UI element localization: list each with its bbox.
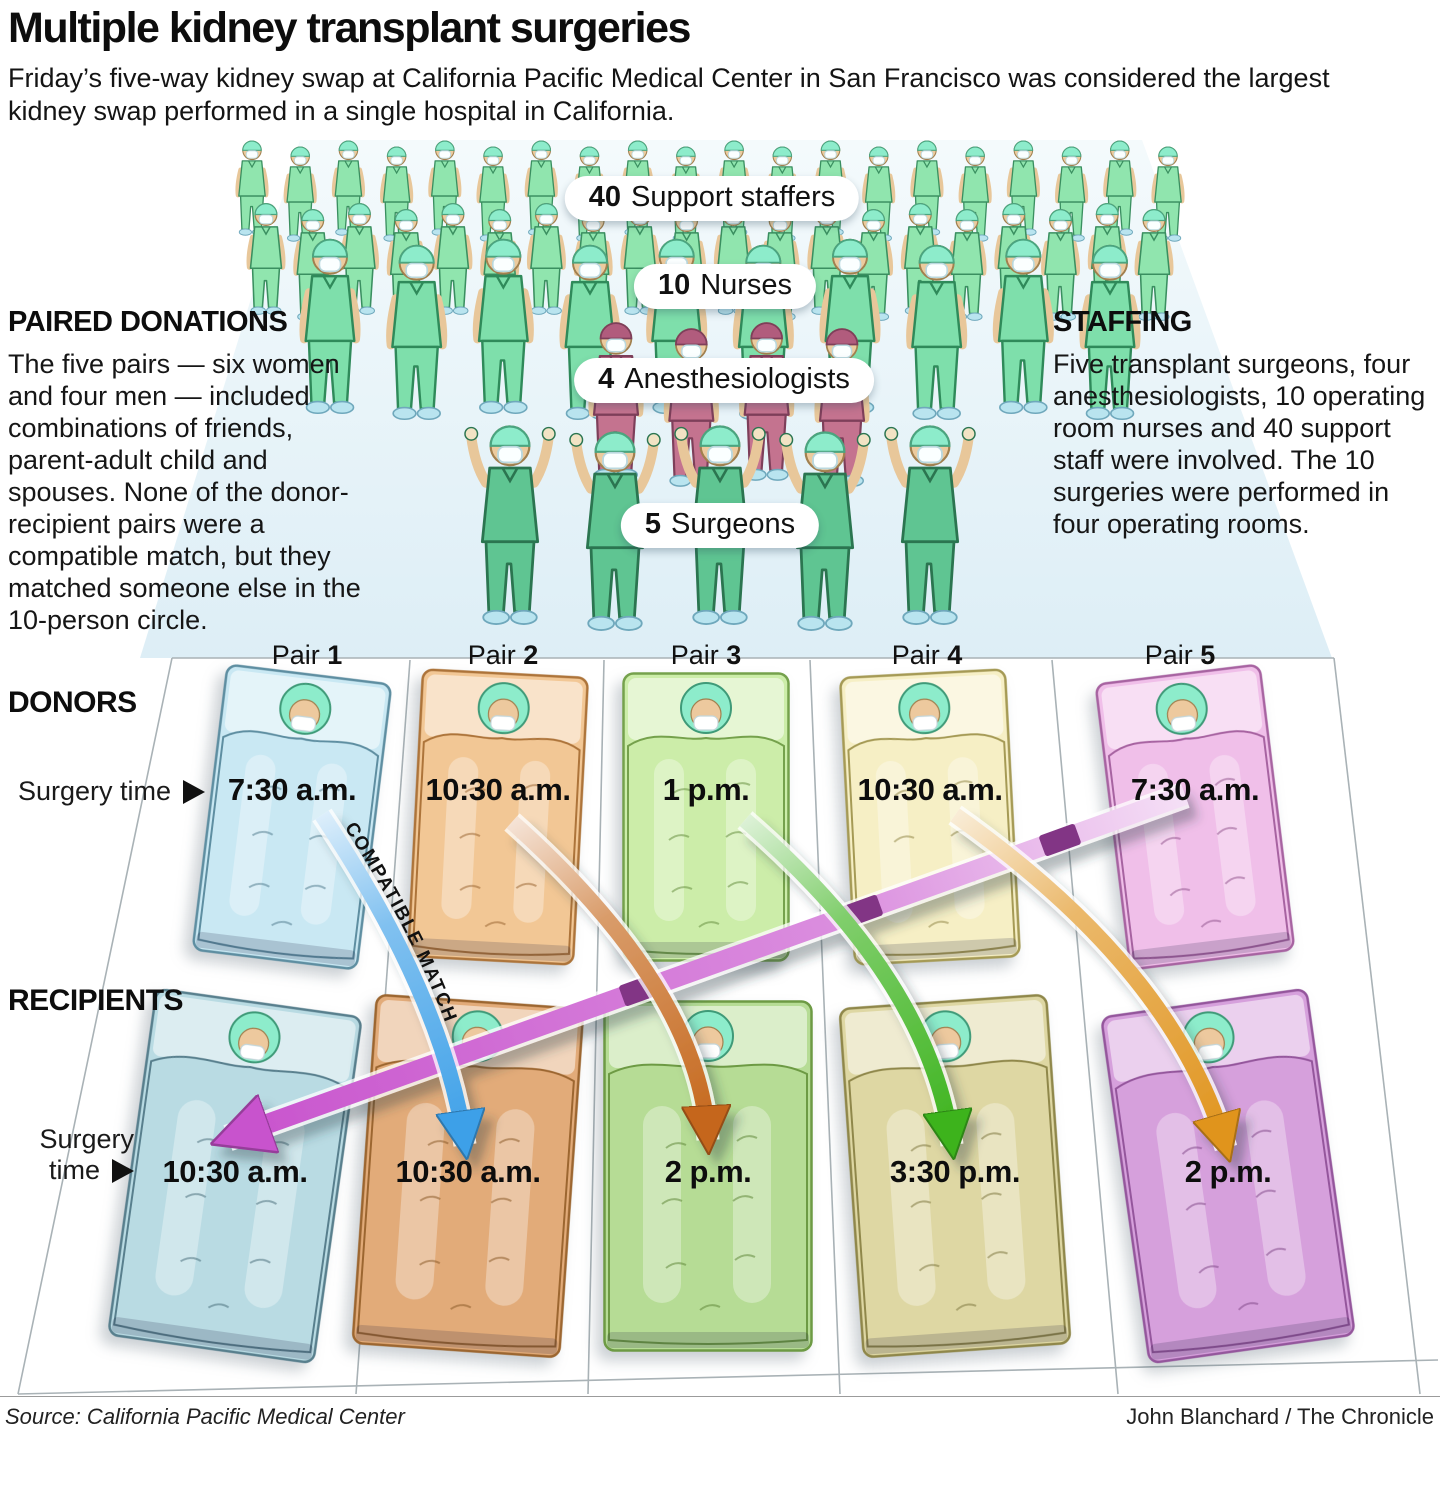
recipient-1-surgery-time: 10:30 a.m. xyxy=(162,1154,308,1189)
donor-4-surgery-time: 10:30 a.m. xyxy=(857,772,1003,807)
donor-bed-pair-3 xyxy=(622,672,790,962)
staff-figure xyxy=(464,425,556,625)
support-staffers-count-pill: 40 Support staffers xyxy=(564,176,860,221)
anesthesiologists-count-pill: 4 Anesthesiologists xyxy=(574,358,874,403)
arrow-overpass-shadow xyxy=(1039,824,1081,856)
staffing-section: STAFFING Five transplant surgeons, four … xyxy=(1053,306,1433,540)
match-arrow-donor5-recipient1 xyxy=(228,785,1189,1138)
anesthesiologists-label: Anesthesiologists xyxy=(624,363,850,395)
recipient-surgery-time-text-1: Surgery xyxy=(39,1124,134,1154)
donor-bed-pair-1 xyxy=(191,663,393,971)
pair-5-label: Pair 5 xyxy=(1144,640,1216,670)
artist-credit: John Blanchard / The Chronicle xyxy=(1126,1404,1434,1429)
match-arrow-donor4-recipient5 xyxy=(950,808,1226,1148)
bed-illustration xyxy=(192,664,392,970)
donor-1-surgery-time: 7:30 a.m. xyxy=(227,772,357,807)
staff-figure xyxy=(779,431,871,631)
staff-figure xyxy=(1041,208,1081,321)
staff-figure xyxy=(884,425,976,625)
staff-figure xyxy=(569,431,661,631)
staff-figure xyxy=(906,244,968,421)
support-staffers-count: 40 xyxy=(588,181,622,213)
match-arrow-donor2-recipient3 xyxy=(506,816,708,1140)
footer-divider xyxy=(0,1396,1440,1397)
infographic-subtitle: Friday’s five-way kidney swap at Califor… xyxy=(8,63,1330,126)
staff-figure xyxy=(526,202,566,315)
bed-illustration xyxy=(622,672,790,962)
recipient-surgery-time-text-2: time xyxy=(48,1155,100,1185)
recipient-bed-pair-5 xyxy=(1100,987,1357,1365)
bed-illustration xyxy=(603,1000,813,1352)
staff-figure xyxy=(1103,140,1137,236)
match-arrow-donor1-recipient2 xyxy=(315,810,465,1145)
bed-illustration xyxy=(407,668,589,966)
nurses-count-pill: 10 Nurses xyxy=(633,264,817,309)
recipient-3-surgery-time: 2 p.m. xyxy=(664,1154,752,1189)
staff-figure xyxy=(246,202,286,315)
staff-figure xyxy=(472,238,534,415)
staff-figure xyxy=(1079,244,1141,421)
anesthesiologists-count: 4 xyxy=(598,363,615,395)
donors-row-heading: DONORS xyxy=(8,686,137,719)
staff-figure xyxy=(1134,208,1174,321)
recipients-row-heading: RECIPIENTS xyxy=(8,984,184,1017)
surgeons-count: 5 xyxy=(644,508,661,540)
donor-bed-pair-5 xyxy=(1094,663,1296,971)
bed-illustration xyxy=(108,988,362,1364)
paired-donations-section: PAIRED DONATIONS The five pairs — six wo… xyxy=(8,306,378,636)
arrow-right-icon xyxy=(112,1159,134,1183)
donor-surgery-time-text: Surgery time xyxy=(18,776,172,806)
match-arrows: COMPATIBLE MATCH xyxy=(0,650,1440,1410)
infographic-title: Multiple kidney transplant surgeries xyxy=(8,4,691,52)
paired-donations-body: The five pairs — six women and four men … xyxy=(8,349,361,635)
recipient-bed-pair-3 xyxy=(603,1000,813,1352)
donor-surgery-time-label: Surgery time xyxy=(18,776,206,807)
bed-illustration xyxy=(1101,988,1355,1364)
donor-bed-pair-2 xyxy=(407,668,590,966)
recipient-4-surgery-time: 3:30 p.m. xyxy=(890,1154,1020,1189)
support-staffers-label: Support staffers xyxy=(631,181,836,213)
staff-figure xyxy=(992,238,1054,415)
staff-figure xyxy=(386,244,448,421)
pair-3-label: Pair 3 xyxy=(670,640,742,670)
staff-figure xyxy=(433,202,473,315)
recipient-bed-pair-4 xyxy=(838,993,1072,1359)
bed-illustration xyxy=(1095,664,1295,970)
match-arrow-donor3-recipient4 xyxy=(739,813,952,1145)
nurses-label: Nurses xyxy=(700,269,793,301)
pair-1-label: Pair 1 xyxy=(271,640,343,670)
surgeons-count-pill: 5 Surgeons xyxy=(620,503,820,548)
recipient-2-surgery-time: 10:30 a.m. xyxy=(395,1154,541,1189)
compatible-match-label: COMPATIBLE MATCH xyxy=(340,819,461,1026)
donor-3-surgery-time: 1 p.m. xyxy=(662,772,750,807)
donor-2-surgery-time: 10:30 a.m. xyxy=(425,772,571,807)
match-arrows-svg: COMPATIBLE MATCH xyxy=(0,782,1440,1410)
bed-illustration xyxy=(839,994,1071,1358)
source-credit: Source: California Pacific Medical Cente… xyxy=(5,1404,405,1429)
pair-4-label: Pair 4 xyxy=(891,640,963,670)
staffing-body: Five transplant surgeons, four anesthesi… xyxy=(1053,349,1426,539)
surgeons-label: Surgeons xyxy=(670,508,796,540)
paired-donations-heading: PAIRED DONATIONS xyxy=(8,306,288,338)
recipient-surgery-time-label: Surgery time xyxy=(0,1124,134,1186)
staffing-heading: STAFFING xyxy=(1053,306,1192,338)
recipient-5-surgery-time: 2 p.m. xyxy=(1184,1154,1272,1189)
staff-figure xyxy=(299,238,361,415)
arrow-right-icon xyxy=(183,780,206,804)
recipient-bed-pair-1 xyxy=(107,987,364,1365)
nurses-count: 10 xyxy=(657,269,691,301)
pair-2-label: Pair 2 xyxy=(467,640,539,670)
donor-5-surgery-time: 7:30 a.m. xyxy=(1130,772,1260,807)
